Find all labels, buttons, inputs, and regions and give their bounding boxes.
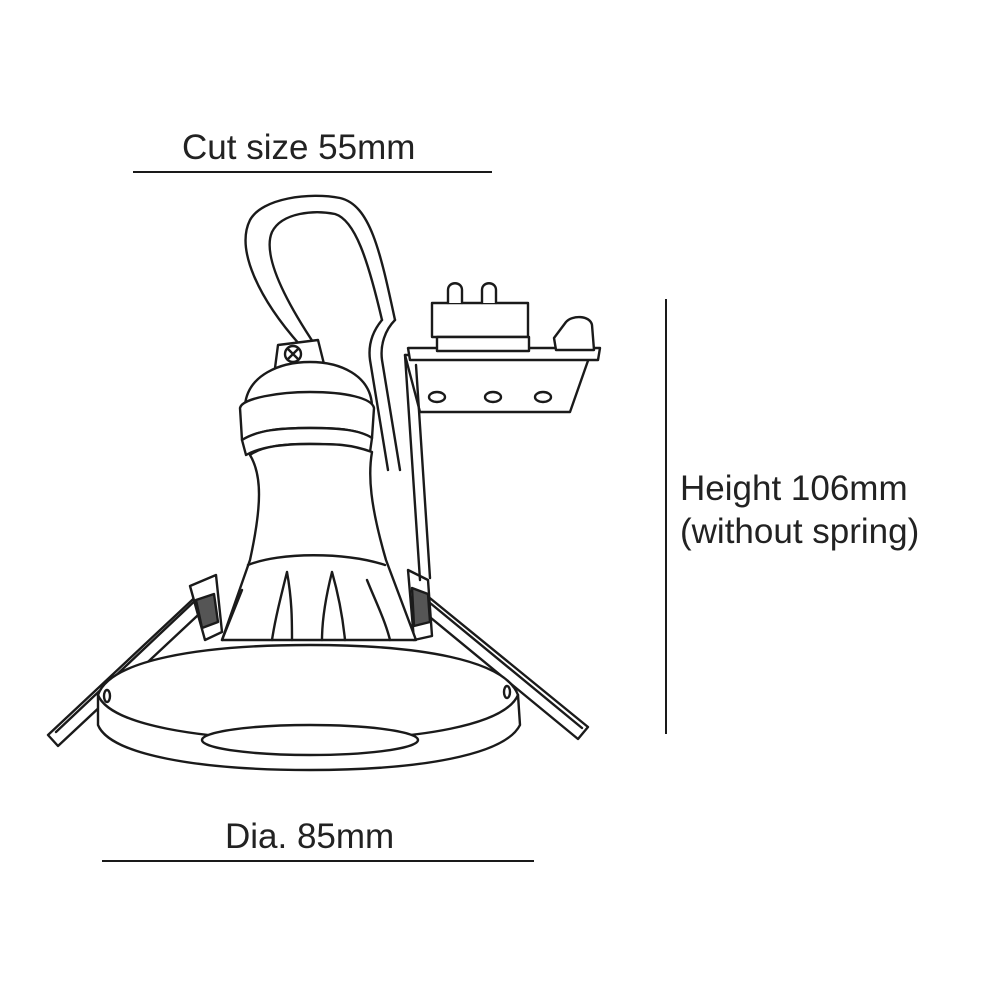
terminal-bracket — [403, 346, 602, 582]
diameter-label: Dia. 85mm — [225, 817, 395, 856]
height-label-line1: Height 106mm — [680, 469, 908, 508]
height-dimension-line — [665, 299, 667, 734]
cut-size-dimension-line — [133, 171, 492, 173]
height-label-line2: (without spring) — [680, 512, 920, 551]
lamp-body — [220, 442, 418, 642]
lamp-holder — [238, 338, 376, 457]
terminal-block — [430, 282, 596, 353]
diameter-dimension-line — [102, 860, 534, 862]
right-spring-clip — [406, 568, 590, 741]
cut-size-label: Cut size 55mm — [182, 128, 416, 167]
bezel-trim — [96, 643, 522, 772]
supply-wire — [244, 194, 402, 472]
